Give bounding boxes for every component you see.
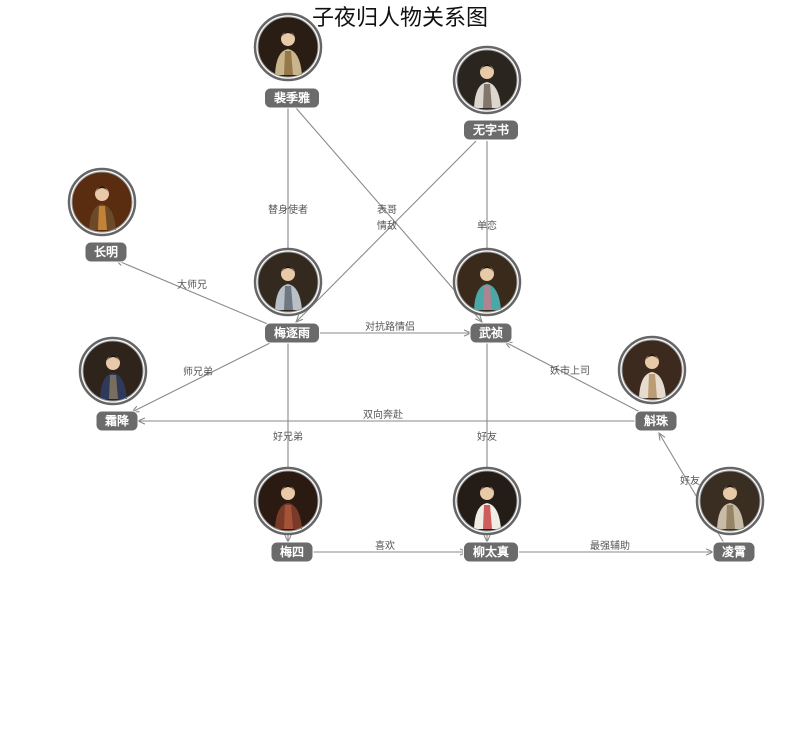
name-badge-peijiya xyxy=(264,87,320,109)
name-badge-liutaizhen xyxy=(463,541,519,563)
edge-label-peijiya-wuzhen: 表哥 xyxy=(377,203,397,216)
avatar-shuangjiang xyxy=(78,336,148,406)
edge-label-meisi-liutaizhen: 喜欢 xyxy=(375,539,395,552)
avatar-meisi xyxy=(253,466,323,536)
edge-label-wuzishu-meizhuyu: 情敌 xyxy=(377,219,397,232)
avatar-wuzhen xyxy=(452,247,522,317)
node-meizhuyu[interactable]: 梅逐雨 xyxy=(253,247,323,344)
name-badge-changming xyxy=(84,241,128,263)
edge-label-huzhu-wuzhen: 妖市上司 xyxy=(550,364,590,377)
node-changming[interactable]: 长明 xyxy=(67,167,137,263)
node-huzhu[interactable]: 斛珠 xyxy=(617,335,687,432)
edge-label-huzhu-shuangjiang: 双向奔赴 xyxy=(363,408,403,421)
name-badge-wuzhen xyxy=(469,322,513,344)
edge-label-lingxiao-huzhu: 好友 xyxy=(680,474,700,487)
edge-line-wuzishu-meizhuyu xyxy=(296,140,477,322)
name-label-shuangjiang: 霜降 xyxy=(104,413,130,428)
edge-label-wuzhen-liutaizhen: 好友 xyxy=(477,430,497,443)
edge-label-meizhuyu-changming: 大师兄 xyxy=(177,278,207,291)
node-meisi[interactable]: 梅四 xyxy=(253,466,323,563)
avatar-meizhuyu xyxy=(253,247,323,317)
edge-line-meizhuyu-changming xyxy=(116,260,271,326)
node-peijiya[interactable]: 裴季雅 xyxy=(253,12,323,109)
edge-line-huzhu-wuzhen xyxy=(505,342,641,413)
edge-line-peijiya-wuzhen xyxy=(295,107,482,322)
name-badge-wuzishu xyxy=(463,119,519,141)
name-badge-meisi xyxy=(270,541,314,563)
name-label-meisi: 梅四 xyxy=(280,544,304,559)
name-label-liutaizhen: 柳太真 xyxy=(473,544,509,559)
name-label-lingxiao: 凌霄 xyxy=(722,544,746,559)
node-wuzishu[interactable]: 无字书 xyxy=(452,45,522,141)
avatar-lingxiao xyxy=(695,466,765,536)
name-label-peijiya: 裴季雅 xyxy=(273,90,310,105)
edge-label-meizhuyu-shuangjiang: 师兄弟 xyxy=(183,365,213,378)
name-badge-shuangjiang xyxy=(95,410,139,432)
avatar-huzhu xyxy=(617,335,687,405)
avatar-wuzishu xyxy=(452,45,522,115)
avatar-peijiya xyxy=(253,12,323,82)
edge-label-peijiya-meizhuyu: 替身使者 xyxy=(268,203,308,216)
edge-label-liutaizhen-lingxiao: 最强辅助 xyxy=(590,539,630,552)
edge-line-meizhuyu-shuangjiang xyxy=(132,342,271,412)
edge-label-meizhuyu-meisi: 好兄弟 xyxy=(273,431,303,443)
name-label-meizhuyu: 梅逐雨 xyxy=(274,325,310,340)
name-label-huzhu: 斛珠 xyxy=(643,413,669,428)
node-lingxiao[interactable]: 凌霄 xyxy=(695,466,765,563)
name-badge-meizhuyu xyxy=(264,322,320,344)
name-label-wuzishu: 无字书 xyxy=(472,122,509,137)
avatar-liutaizhen xyxy=(452,466,522,536)
node-wuzhen[interactable]: 武祯 xyxy=(452,247,522,344)
name-label-wuzhen: 武祯 xyxy=(479,325,503,340)
avatar-changming xyxy=(67,167,137,237)
node-shuangjiang[interactable]: 霜降 xyxy=(78,336,148,432)
diagram-title: 子夜归人物关系图 xyxy=(312,6,488,31)
node-liutaizhen[interactable]: 柳太真 xyxy=(452,466,522,563)
name-badge-lingxiao xyxy=(712,541,756,563)
name-label-changming: 长明 xyxy=(94,244,118,259)
name-badge-huzhu xyxy=(634,410,678,432)
edge-label-wuzishu-wuzhen: 单恋 xyxy=(477,219,497,232)
edge-label-meizhuyu-wuzhen: 对抗路情侣 xyxy=(365,320,415,333)
